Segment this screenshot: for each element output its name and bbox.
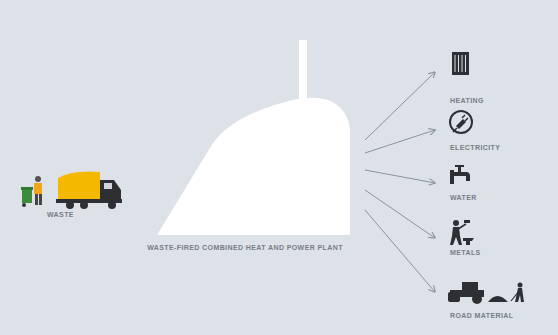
output-node: ROAD MATERIAL [435,272,535,320]
node-label: HEATING [450,96,484,105]
worker-head [35,176,41,182]
output-node: ELECTRICITY [435,105,535,152]
smith-icon [450,220,474,245]
worker-leg [39,194,42,205]
truck-window [104,183,112,189]
smith-head [453,220,459,226]
plug-icon [450,111,472,133]
worker-vest [34,183,42,194]
node-label: METALS [450,248,481,257]
gravel-pile [488,296,508,302]
plug-pin [465,118,468,121]
free-label: WASTE [47,210,74,219]
truck-wheel [66,201,74,209]
roller-drum [448,292,460,302]
tap-handle [455,165,464,167]
output-node: HEATING [435,45,535,105]
node-label: ELECTRICITY [450,143,500,152]
plug-ring [450,111,472,133]
plug-cord [453,128,457,132]
radiator-body [452,52,469,75]
truck-wheel [108,201,116,209]
waste-truck-icon [21,172,122,209]
road-icon [448,282,524,304]
plant-building [157,98,350,235]
node-label: WASTE-FIRED COMBINED HEAT AND POWER PLAN… [147,243,343,252]
output-arrow [365,72,435,140]
bin-wheel [22,203,26,207]
bin-lid [21,187,33,190]
smith-body [450,227,462,245]
truck-cab [100,180,121,201]
radiator-fin [455,55,456,72]
truck-body [58,172,100,201]
roller-wheel [472,294,482,304]
worker-head [518,283,523,288]
radiator-fin [462,55,463,72]
radiator-fin [458,55,459,72]
output-node: WATER [435,160,535,202]
plug-pin [462,115,465,118]
chimney [299,40,307,104]
bin [22,189,32,203]
node-label: WATER [450,193,477,202]
output-arrow [365,170,435,183]
tap-spout [454,172,470,181]
truck-wheel [80,201,88,209]
output-arrow [365,210,435,292]
worker-leg [35,194,38,205]
anvil [463,238,474,245]
node-label: ROAD MATERIAL [450,311,513,320]
radiator-icon [452,52,469,75]
hammer [464,220,470,223]
plant-outline [125,35,365,255]
tap-base [450,170,454,184]
tap-icon [450,165,470,184]
plant-node: WASTE-FIRED COMBINED HEAT AND POWER PLAN… [125,35,365,255]
radiator-fin [465,55,466,72]
output-arrow [365,130,435,153]
shovel [511,291,519,301]
output-arrow [365,190,435,238]
smith-arm [458,224,466,229]
output-node: METALS [435,215,535,257]
